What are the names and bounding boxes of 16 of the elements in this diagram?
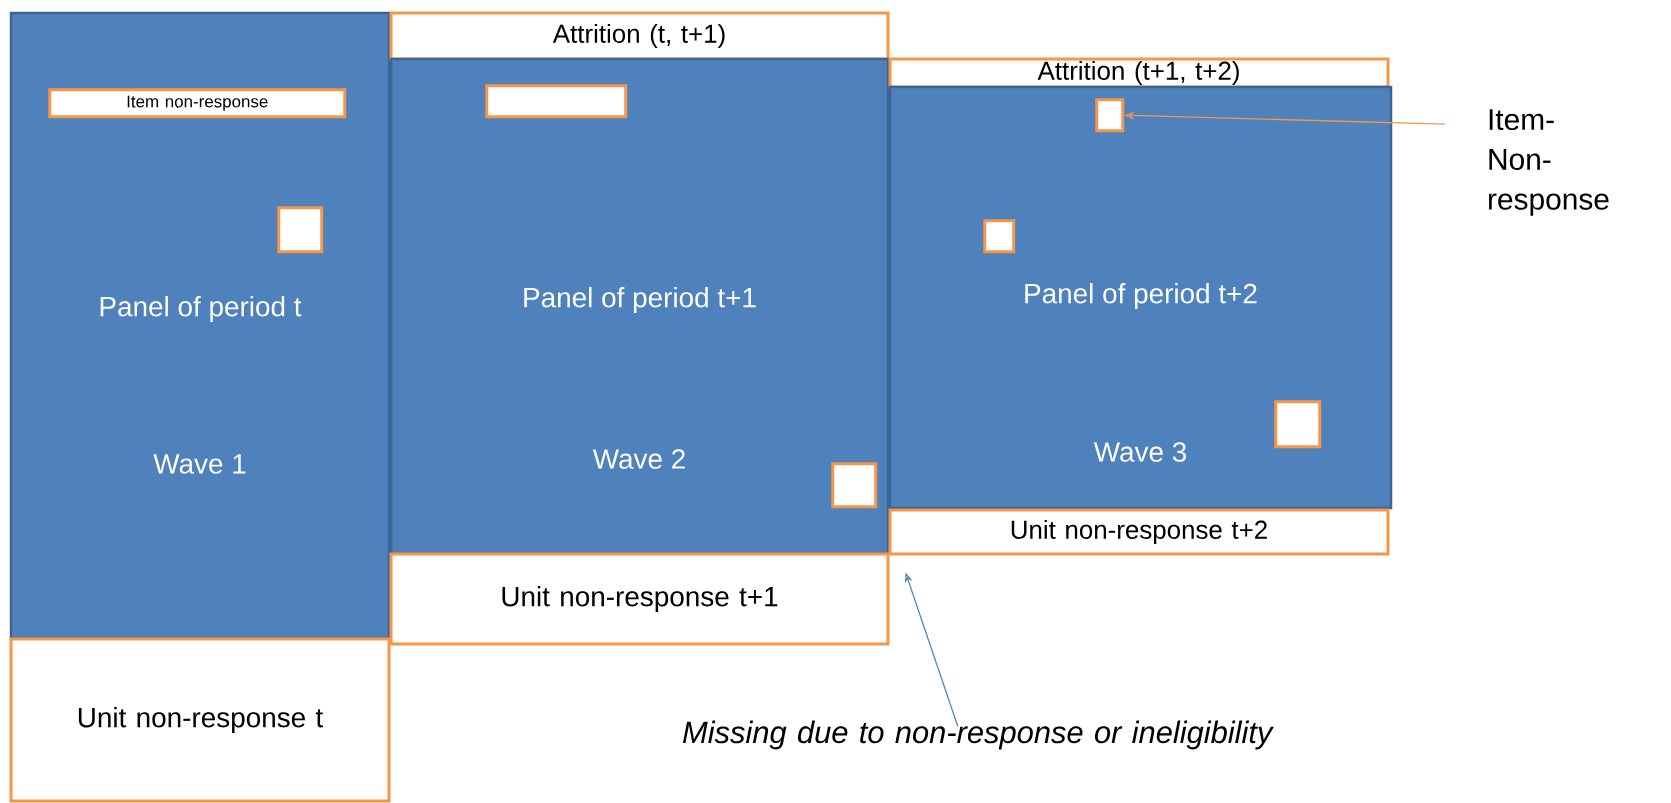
empty-box — [1274, 400, 1322, 449]
note-text: Missing due to non-response or ineligibility — [682, 720, 1274, 750]
empty-box — [277, 206, 324, 254]
label-box: Item non-response — [48, 88, 347, 119]
label-box: Attrition (t, t+1) — [389, 11, 890, 61]
note-text: Item-Non-response — [1489, 109, 1609, 216]
empty-box — [983, 219, 1016, 254]
empty-box — [831, 462, 878, 509]
label-box: Unit non-response t+1 — [389, 552, 890, 646]
label-box: Unit non-response t+2 — [888, 508, 1390, 556]
empty-box — [1095, 98, 1125, 133]
label-box: Unit non-response t — [9, 637, 391, 803]
empty-box — [485, 84, 628, 119]
panel-box: Panel of period t+2 Wave 3 — [888, 85, 1393, 510]
label-box: Attrition (t+1, t+2) — [888, 57, 1390, 89]
panel-box: Panel of period t+1 Wave 2 — [389, 57, 890, 556]
